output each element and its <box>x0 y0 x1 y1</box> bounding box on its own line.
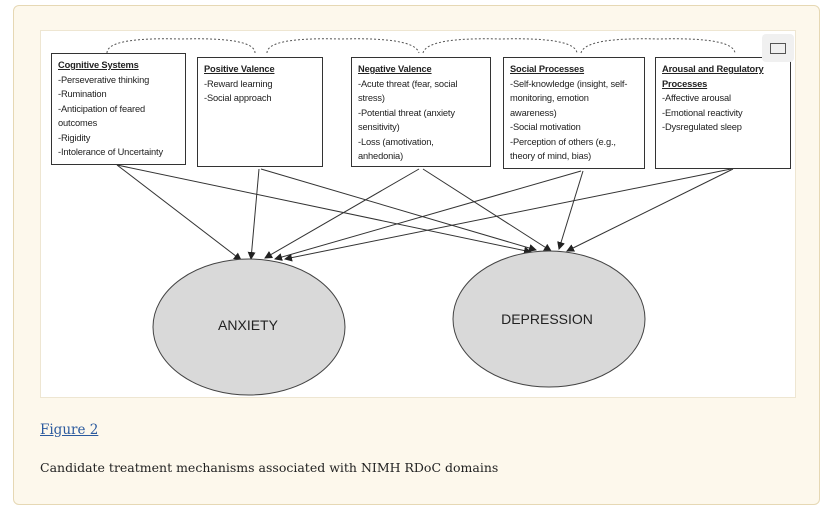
domain-item: -Intolerance of Uncertainty <box>58 147 163 157</box>
domain-box-positive-valence: Positive Valence -Reward learning -Socia… <box>197 57 323 167</box>
figure-link[interactable]: Figure 2 <box>40 422 99 438</box>
domain-item: -Social motivation <box>510 122 581 132</box>
domain-box-social-processes: Social Processes -Self-knowledge (insigh… <box>503 57 645 169</box>
arrows <box>116 164 734 262</box>
domain-title: Cognitive Systems <box>58 60 139 70</box>
diagram-canvas <box>106 38 736 396</box>
domain-title-line2: Processes <box>662 78 708 89</box>
domain-item: theory of mind, bias) <box>510 151 592 161</box>
domain-item: -Potential threat (anxiety <box>358 107 455 118</box>
domain-item: monitoring, emotion <box>510 93 589 103</box>
domain-item: -Rigidity <box>58 132 91 143</box>
expand-figure-button[interactable] <box>762 34 794 62</box>
domain-item: outcomes <box>58 118 98 128</box>
domain-box-cognitive-systems: Cognitive Systems -Perseverative thinkin… <box>51 53 186 165</box>
domain-item: sensitivity) <box>358 122 400 132</box>
domain-connectors <box>106 38 736 54</box>
domain-item: awareness) <box>510 107 557 118</box>
depression-label: DEPRESSION <box>501 311 593 327</box>
domain-item: -Loss (amotivation, <box>358 136 434 147</box>
domain-item: stress) <box>358 93 385 103</box>
domain-item: -Anticipation of feared <box>58 103 145 114</box>
domain-box-arousal-regulatory: Arousal and Regulatory Processes -Affect… <box>655 57 791 169</box>
domain-item: -Perseverative thinking <box>58 74 150 85</box>
figure-image[interactable]: Cognitive Systems -Perseverative thinkin… <box>40 30 796 398</box>
domain-item: -Perception of others (e.g., <box>510 136 616 147</box>
domain-item: -Acute threat (fear, social <box>358 78 458 89</box>
domain-item: -Affective arousal <box>662 93 731 103</box>
domain-title: Negative Valence <box>358 64 432 74</box>
domain-item: -Emotional reactivity <box>662 107 743 118</box>
domain-item: anhedonia) <box>358 151 404 161</box>
domain-item: -Rumination <box>58 89 107 99</box>
domain-item: -Social approach <box>204 93 272 103</box>
expand-icon <box>770 42 786 54</box>
anxiety-ellipse <box>152 258 346 396</box>
domain-item: -Reward learning <box>204 78 273 89</box>
domain-box-negative-valence: Negative Valence -Acute threat (fear, so… <box>351 57 491 167</box>
domain-item: -Dysregulated sleep <box>662 122 742 132</box>
domain-title: Positive Valence <box>204 64 275 74</box>
domain-title: Arousal and Regulatory <box>662 64 764 74</box>
domain-item: -Self-knowledge (insight, self- <box>510 78 628 89</box>
figure-caption: Candidate treatment mechanisms associate… <box>40 460 499 475</box>
depression-ellipse <box>452 250 646 388</box>
domain-title: Social Processes <box>510 64 585 74</box>
anxiety-label: ANXIETY <box>218 317 278 333</box>
